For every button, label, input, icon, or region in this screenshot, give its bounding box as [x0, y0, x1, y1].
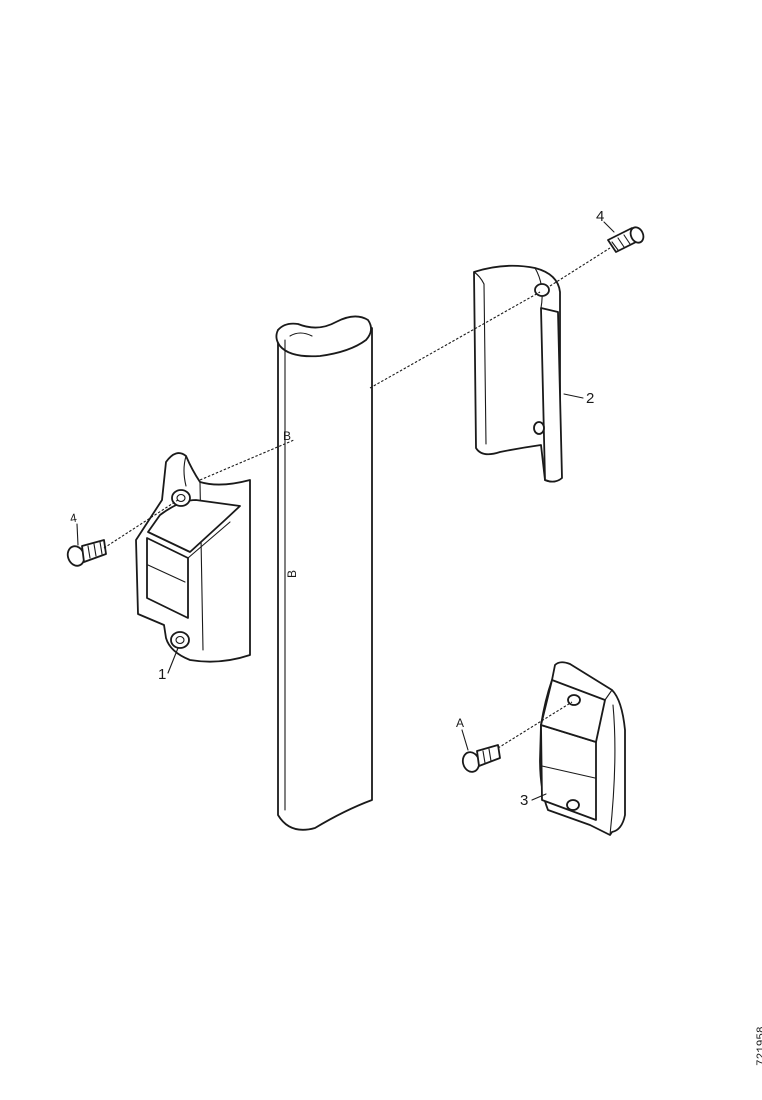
part-1-front-bracket [135, 452, 251, 663]
callout-4-top: 4 [596, 208, 604, 225]
screw-left [66, 539, 107, 567]
callout-a: A [456, 716, 464, 730]
callout-4-top-line [603, 221, 615, 233]
leader-screw-bottom-to-part3 [497, 701, 573, 749]
part-2-rear-clamp [473, 264, 563, 483]
callout-b: B [283, 429, 291, 443]
part-3-block [539, 661, 626, 836]
part-3-hole-bottom [566, 799, 580, 811]
callout-2: 2 [586, 390, 594, 407]
callout-4-left-line [76, 523, 79, 546]
leader-column-to-part2 [369, 291, 541, 389]
callout-4-left: 4 [69, 511, 78, 526]
screw-bottom [461, 744, 501, 773]
callout-1: 1 [158, 666, 166, 683]
part-2-hole-top [534, 283, 550, 297]
leader-screw-left-to-part1 [103, 499, 179, 549]
part-1-hole-top [171, 489, 191, 507]
drawing-code: 721958 [756, 1026, 762, 1066]
column-label: B [285, 570, 299, 578]
callout-1-line [167, 647, 179, 674]
callout-3-line [531, 793, 547, 801]
callout-a-line [461, 729, 469, 751]
screw-top-right [607, 226, 645, 253]
callout-2-line [563, 393, 584, 399]
column: B [275, 315, 373, 831]
callout-3: 3 [520, 792, 528, 809]
part-3-hole-top [567, 694, 581, 706]
part-1-hole-bottom [170, 631, 190, 649]
part-2-hole-bottom [533, 421, 545, 435]
leader-part2-to-screw [549, 247, 611, 287]
